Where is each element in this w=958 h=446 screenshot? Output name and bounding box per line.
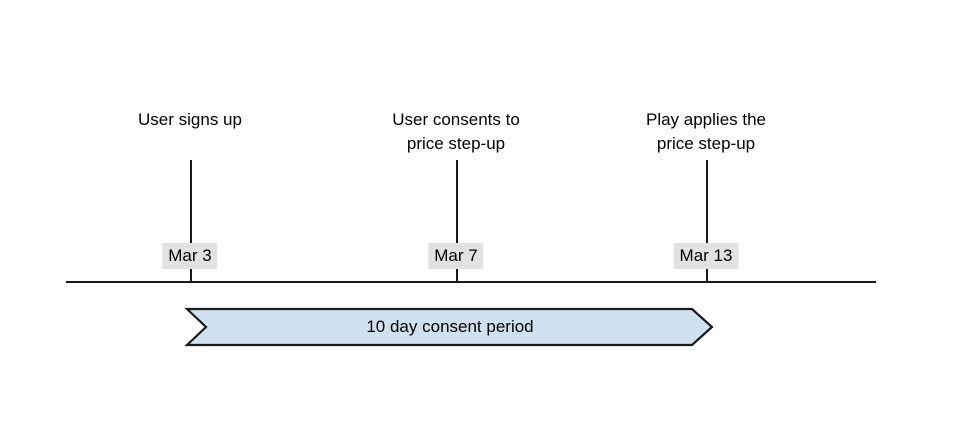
consent-period-arrow-shape: [184, 307, 714, 347]
timeline-axis: [66, 281, 876, 283]
event-date-3: Mar 13: [673, 243, 739, 269]
event-date-2: Mar 7: [428, 243, 484, 269]
event-label-2: User consents to price step-up: [392, 108, 520, 156]
event-tick-2: [456, 160, 458, 282]
consent-period-banner: 10 day consent period: [184, 307, 714, 347]
event-label-3-line2: price step-up: [656, 134, 756, 153]
event-tick-3: [706, 160, 708, 282]
arrow-polygon: [184, 307, 714, 347]
event-date-1: Mar 3: [162, 243, 218, 269]
event-label-1: User signs up: [138, 108, 242, 132]
event-label-3: Play applies the price step-up: [646, 108, 766, 156]
event-label-2-line2: price step-up: [406, 134, 506, 153]
event-label-2-line1: User consents to: [392, 110, 520, 129]
event-tick-1: [190, 160, 192, 282]
event-label-3-line1: Play applies the: [645, 110, 767, 129]
event-label-1-line1: User signs up: [138, 110, 242, 129]
